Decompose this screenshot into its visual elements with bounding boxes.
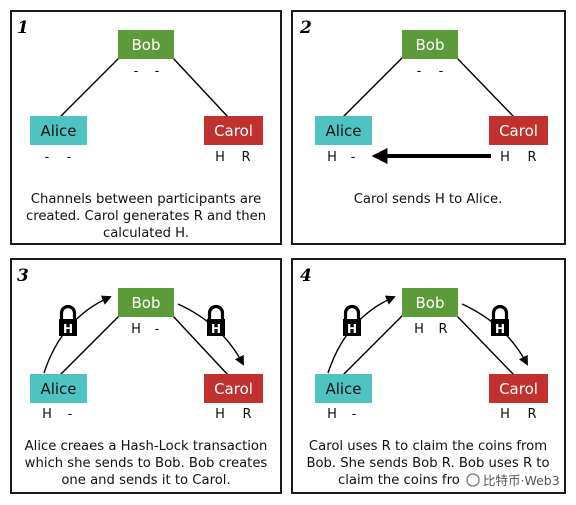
panel-number: 4 (300, 266, 312, 286)
node-box (30, 374, 87, 403)
caption-line-1: Carol sends H to Alice. (354, 192, 503, 207)
node-box (118, 288, 174, 317)
node-box (204, 116, 263, 145)
panel-number: 1 (17, 18, 29, 38)
edge-bob-carol (171, 56, 229, 118)
node-box (315, 374, 372, 403)
edge-alice-bob (342, 56, 404, 118)
node-label: Carol (499, 380, 538, 398)
node-box (204, 374, 263, 403)
caption-line-2: which she sends to Bob. Bob creates (25, 456, 268, 471)
node-box (30, 116, 87, 145)
caption-line-2: created. Carol generates R and then (26, 209, 266, 224)
edge-alice-bob (59, 314, 121, 376)
node-box (402, 288, 458, 317)
edge-bob-carol (171, 314, 229, 376)
watermark-text: 比特币·Web3 (483, 473, 560, 488)
node-key-2: R (242, 407, 251, 422)
node-bob: Bob H R (402, 288, 458, 337)
node-box (118, 30, 174, 59)
node-key-2: R (241, 150, 250, 165)
node-carol: Carol H R (489, 374, 548, 422)
caption-line-2: Bob. She sends Bob R. Bob uses R to (306, 456, 549, 471)
node-key-1: H (327, 407, 337, 422)
node-box (489, 116, 548, 145)
node-key-2: - (68, 407, 73, 422)
node-carol: Carol H R (204, 116, 263, 165)
node-key-1: H (500, 150, 510, 165)
node-key-2: - (352, 407, 357, 422)
node-alice: Alice H - (30, 374, 87, 422)
caption-line-1: Carol uses R to claim the coins from (309, 439, 547, 454)
node-label: Bob (132, 294, 161, 312)
node-alice: Alice H - (315, 374, 372, 422)
node-key-1: H (131, 322, 141, 337)
panel-3: 3 H H Bob H - Alice H - Carol H R (10, 258, 282, 494)
node-bob: Bob - - (402, 30, 458, 79)
panel-4: 4 H H Bob H R Alice H - Carol H R (291, 258, 566, 494)
panel-1: 1 Bob - - Alice - - Carol H R Channels b… (10, 10, 282, 245)
lock-icon: H (57, 304, 79, 338)
lock-letter: H (63, 322, 73, 336)
node-carol: Carol H R (489, 116, 548, 165)
node-key-1: - (417, 64, 422, 79)
node-key-2: - (155, 64, 160, 79)
node-key-1: H (42, 407, 52, 422)
node-box (315, 116, 372, 145)
node-alice: Alice - - (30, 116, 87, 165)
node-label: Carol (214, 380, 253, 398)
node-key-2: - (155, 322, 160, 337)
node-alice: Alice H - (315, 116, 372, 165)
node-key-1: - (134, 64, 139, 79)
edge-alice-bob (342, 314, 404, 376)
node-box (402, 30, 458, 59)
node-key-1: H (215, 150, 225, 165)
node-key-2: R (527, 150, 536, 165)
node-key-1: H (215, 407, 225, 422)
node-key-2: - (439, 64, 444, 79)
node-label: Alice (325, 380, 361, 398)
caption-line-3: one and sends it to Carol. (61, 473, 230, 488)
lock-icon: H (205, 304, 227, 338)
node-label: Carol (214, 122, 253, 140)
lock-icon: H (489, 304, 511, 338)
caption-line-3: claim the coins fro (338, 473, 460, 488)
node-key-1: H (414, 322, 424, 337)
node-label: Alice (325, 122, 361, 140)
node-label: Alice (40, 380, 76, 398)
caption-line-1: Channels between participants are (31, 192, 261, 207)
watermark: 比特币·Web3 (466, 473, 560, 488)
node-key-1: H (327, 150, 337, 165)
caption-line-1: Alice creaes a Hash-Lock transaction (25, 439, 268, 454)
node-label: Bob (132, 36, 161, 54)
edge-bob-carol (455, 314, 515, 376)
lock-letter: H (211, 322, 221, 336)
panel-number: 2 (299, 18, 312, 38)
edge-bob-carol (455, 56, 515, 118)
node-label: Alice (40, 122, 76, 140)
wechat-icon (466, 473, 480, 487)
node-bob: Bob H - (118, 288, 174, 337)
lock-icon: H (341, 304, 363, 338)
caption-line-3: calculated H. (103, 226, 189, 241)
node-bob: Bob - - (118, 30, 174, 79)
edge-alice-bob (59, 56, 121, 118)
node-key-1: - (45, 150, 50, 165)
node-key-1: H (500, 407, 510, 422)
panel-2: 2 Bob - - Alice H - Carol H R Carol send… (291, 10, 566, 245)
node-label: Carol (499, 122, 538, 140)
node-key-2: R (438, 322, 447, 337)
panel-number: 3 (17, 266, 29, 286)
node-label: Bob (416, 36, 445, 54)
node-key-2: R (527, 407, 536, 422)
node-box (489, 374, 548, 403)
node-label: Bob (416, 294, 445, 312)
lock-letter: H (495, 322, 505, 336)
lock-letter: H (347, 322, 357, 336)
node-carol: Carol H R (204, 374, 263, 422)
node-key-2: - (67, 150, 72, 165)
node-key-2: - (351, 150, 356, 165)
